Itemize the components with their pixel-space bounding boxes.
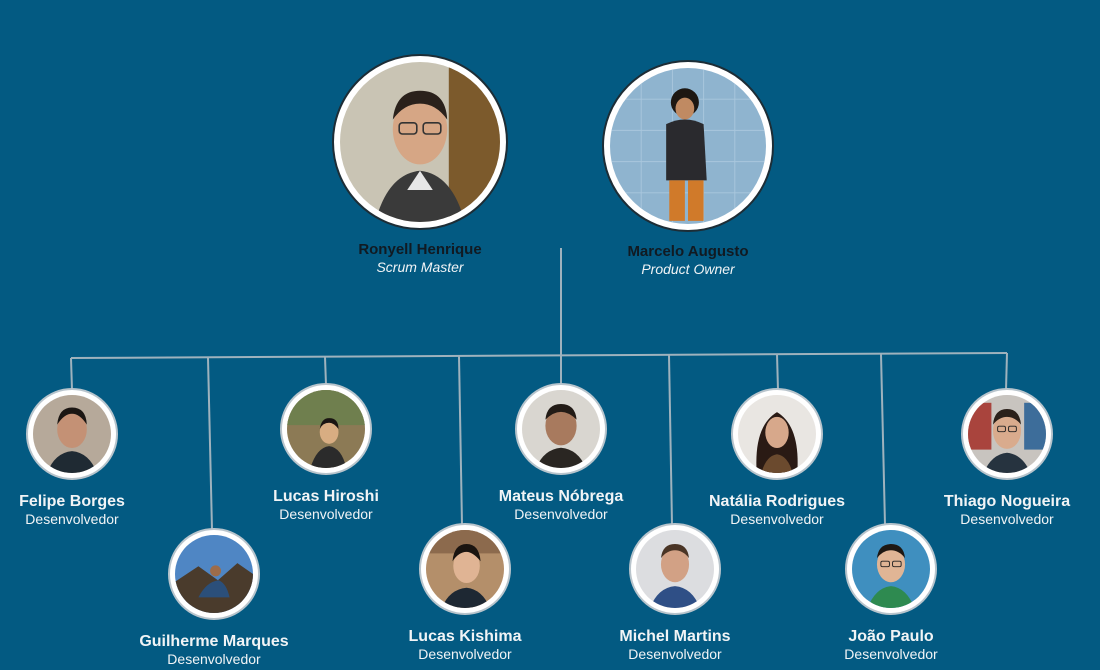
member-guilherme: Guilherme Marques Desenvolvedor [94, 528, 334, 668]
portrait-photo [629, 523, 721, 615]
portrait-photo [332, 54, 508, 230]
drop-line-felipe [71, 358, 72, 390]
member-mateus: Mateus Nóbrega Desenvolvedor [441, 383, 681, 523]
portrait-photo [731, 388, 823, 480]
portrait-photo [168, 528, 260, 620]
drop-line-hiroshi [325, 357, 326, 385]
member-role: Desenvolvedor [94, 651, 334, 668]
member-thiago: Thiago Nogueira Desenvolvedor [887, 388, 1100, 528]
member-name: Marcelo Augusto [568, 242, 808, 261]
branch-line [71, 353, 1007, 358]
member-role: Desenvolvedor [0, 511, 192, 528]
member-felipe: Felipe Borges Desenvolvedor [0, 388, 192, 528]
portrait-photo [515, 383, 607, 475]
member-role: Product Owner [568, 261, 808, 278]
member-name: Mateus Nóbrega [441, 487, 681, 506]
member-role: Desenvolvedor [441, 506, 681, 523]
member-role: Desenvolvedor [771, 646, 1011, 663]
portrait-photo [602, 60, 774, 232]
portrait-photo [280, 383, 372, 475]
member-role: Scrum Master [300, 259, 540, 276]
member-lucas-kishima: Lucas Kishima Desenvolvedor [345, 523, 585, 663]
portrait-photo [419, 523, 511, 615]
portrait-photo [845, 523, 937, 615]
drop-line-thiago [1006, 353, 1007, 390]
drop-line-natalia [777, 354, 778, 390]
member-name: Ronyell Henrique [300, 240, 540, 259]
member-name: Felipe Borges [0, 492, 192, 511]
member-name: João Paulo [771, 627, 1011, 646]
portrait-photo [26, 388, 118, 480]
member-ronyell: Ronyell Henrique Scrum Master [300, 54, 540, 276]
portrait-photo [961, 388, 1053, 480]
member-name: Michel Martins [555, 627, 795, 646]
member-name: Natália Rodrigues [657, 492, 897, 511]
member-natalia: Natália Rodrigues Desenvolvedor [657, 388, 897, 528]
member-name: Lucas Hiroshi [206, 487, 446, 506]
member-lucas-hiroshi: Lucas Hiroshi Desenvolvedor [206, 383, 446, 523]
member-name: Lucas Kishima [345, 627, 585, 646]
member-marcelo: Marcelo Augusto Product Owner [568, 60, 808, 278]
member-role: Desenvolvedor [345, 646, 585, 663]
member-name: Thiago Nogueira [887, 492, 1100, 511]
member-name: Guilherme Marques [94, 632, 334, 651]
member-role: Desenvolvedor [206, 506, 446, 523]
member-joao: João Paulo Desenvolvedor [771, 523, 1011, 663]
member-role: Desenvolvedor [555, 646, 795, 663]
member-michel: Michel Martins Desenvolvedor [555, 523, 795, 663]
